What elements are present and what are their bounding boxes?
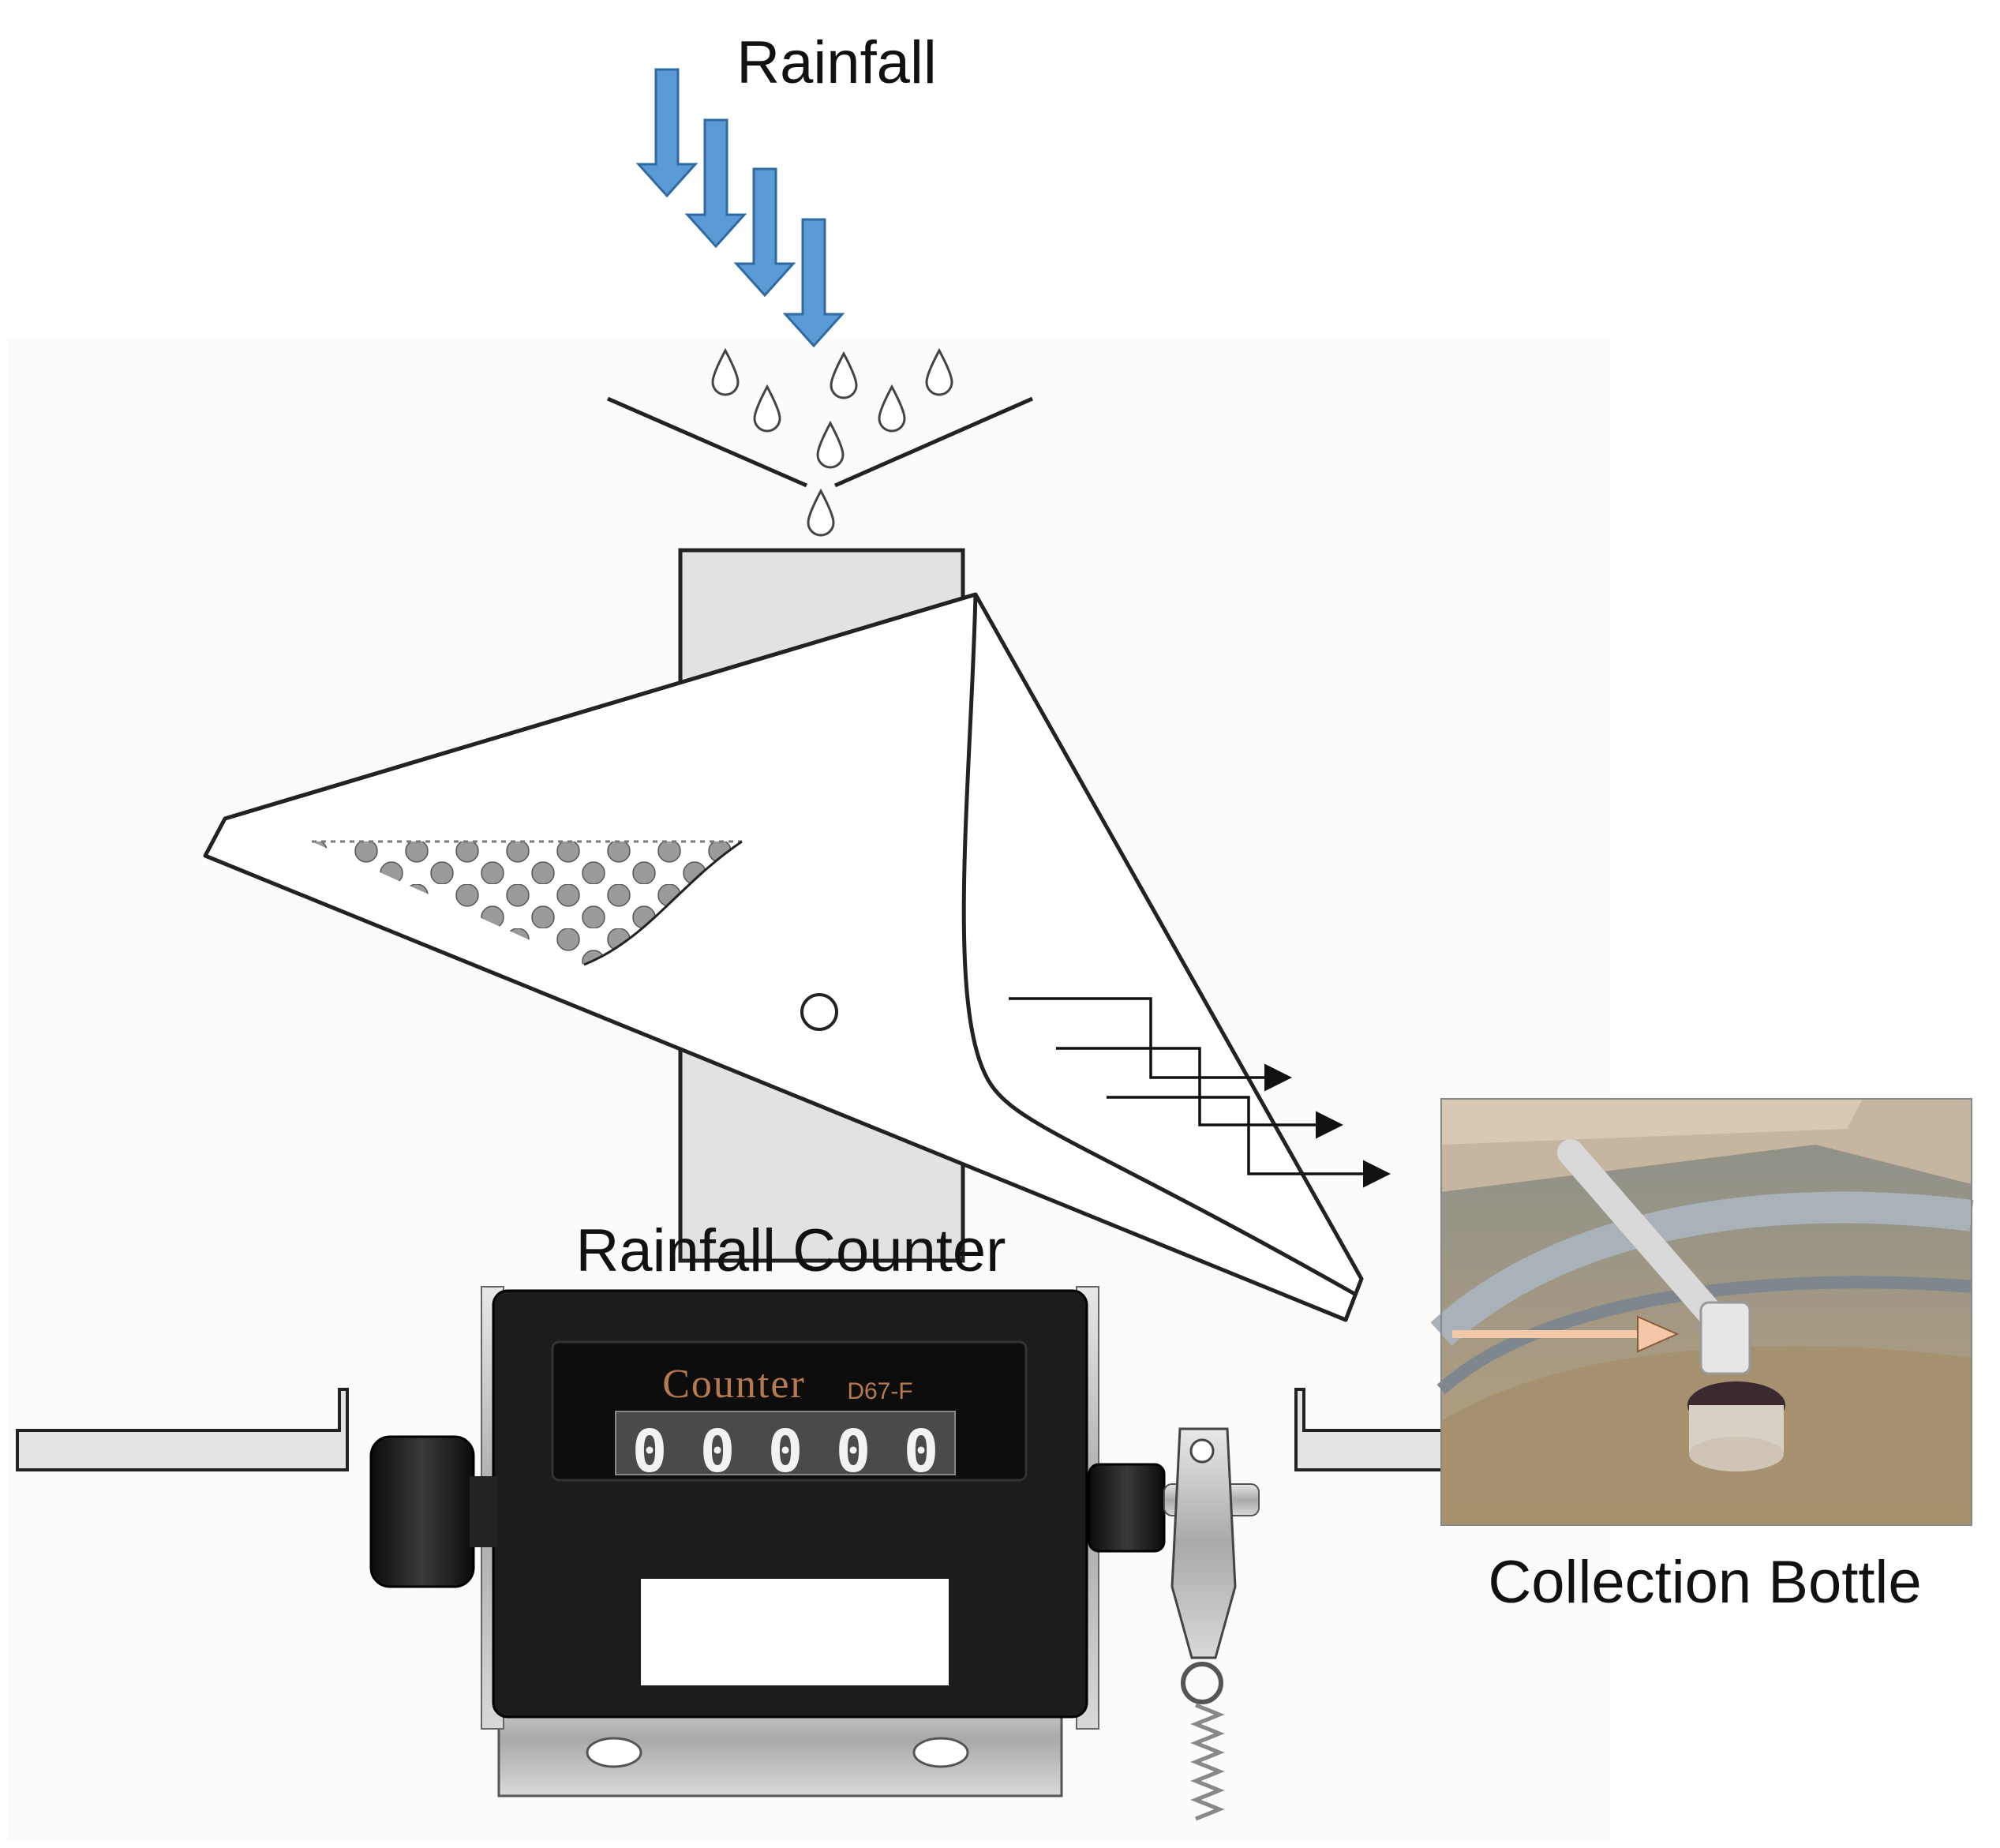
rain-drops bbox=[711, 347, 953, 537]
tipping-bucket bbox=[203, 592, 1364, 1322]
counter-digit: 0 bbox=[632, 1418, 668, 1486]
rainfall-arrows bbox=[635, 68, 845, 348]
counter-label-plate bbox=[641, 1579, 949, 1685]
drop-1 bbox=[711, 347, 740, 396]
drop-6 bbox=[816, 420, 845, 469]
collection-funnel bbox=[606, 396, 1034, 488]
drop-4 bbox=[753, 384, 781, 433]
outflow-arrow-2 bbox=[1056, 1047, 1343, 1139]
bucket-pivot bbox=[800, 993, 838, 1031]
bracket-hole-right bbox=[912, 1737, 969, 1768]
bucket-divider bbox=[961, 594, 1358, 1297]
lever-clip bbox=[1170, 1427, 1237, 1659]
counter-spring bbox=[1190, 1703, 1225, 1821]
outflow-arrow-1 bbox=[1009, 997, 1292, 1092]
bracket-hole-left bbox=[586, 1737, 642, 1768]
collection-bottle-photo bbox=[1430, 1098, 1974, 1526]
rain-arrow-2 bbox=[684, 118, 747, 249]
counter-shaft bbox=[1088, 1463, 1166, 1553]
counter-digit: 0 bbox=[904, 1418, 939, 1486]
rain-arrow-3 bbox=[733, 167, 796, 298]
drop-2 bbox=[830, 350, 858, 399]
counter-brand-text: Counter bbox=[662, 1362, 806, 1407]
rainfall-label: Rainfall bbox=[736, 29, 936, 96]
rain-arrow-4 bbox=[782, 218, 845, 348]
mechanical-counter: Counter D67-F 0 0 0 0 0 bbox=[369, 1286, 1260, 1821]
rail-left bbox=[16, 1388, 349, 1471]
counter-model-text: D67-F bbox=[847, 1378, 912, 1404]
drop-3 bbox=[925, 347, 953, 396]
drop-5 bbox=[878, 384, 906, 433]
counter-digits: 0 0 0 0 0 bbox=[632, 1418, 939, 1486]
rain-arrow-1 bbox=[635, 68, 699, 198]
counter-digit: 0 bbox=[836, 1418, 871, 1486]
counter-digit: 0 bbox=[768, 1418, 803, 1486]
counter-digit: 0 bbox=[700, 1418, 736, 1486]
reset-knob bbox=[369, 1435, 475, 1588]
collection-bottle-label: Collection Bottle bbox=[1488, 1549, 1921, 1616]
outflow-arrow-3 bbox=[1107, 1096, 1391, 1188]
rainfall-counter-label: Rainfall Counter bbox=[576, 1217, 1006, 1284]
counter-digit-window bbox=[615, 1411, 956, 1475]
outflow-arrows bbox=[1009, 997, 1391, 1188]
drop-7 bbox=[807, 488, 835, 537]
